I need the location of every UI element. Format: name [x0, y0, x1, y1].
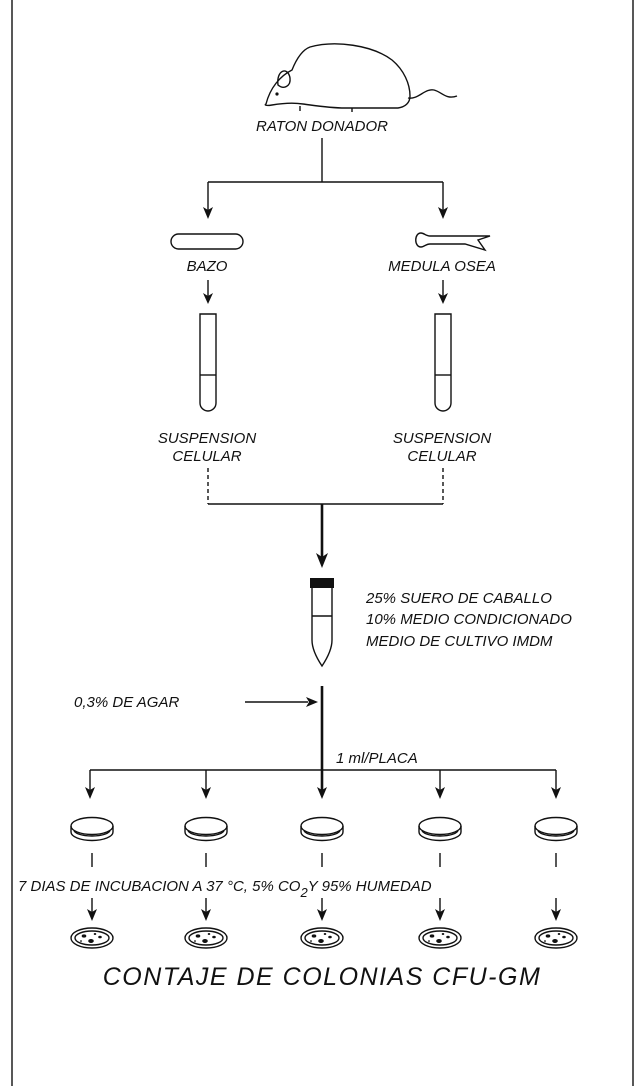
mouse-icon	[265, 44, 457, 112]
colony-plate-icon	[535, 928, 577, 948]
bone-marrow-label: MEDULA OSEA	[388, 258, 496, 275]
suspension-label-line1: SUSPENSION	[393, 430, 492, 447]
suspension-label-line2: CELULAR	[172, 448, 241, 465]
suspension-label-line2: CELULAR	[407, 448, 476, 465]
bone-icon	[416, 233, 490, 250]
spleen-label: BAZO	[187, 258, 228, 275]
agar-label: 0,3% DE AGAR	[74, 694, 179, 711]
conical-tube-icon	[310, 578, 334, 666]
petri-dish-icon	[301, 818, 343, 841]
colony-plate-icon	[71, 928, 113, 948]
source-label: RATON DONADOR	[256, 118, 388, 135]
petri-dish-icon	[71, 818, 113, 841]
medium-line-3: MEDIO DE CULTIVO IMDM	[366, 633, 553, 650]
plating-label: 1 ml/PLACA	[336, 750, 418, 767]
colony-plate-icon	[301, 928, 343, 948]
colony-plate-icon	[185, 928, 227, 948]
petri-dish-icon	[185, 818, 227, 841]
test-tube-icon	[200, 314, 216, 411]
test-tube-icon	[435, 314, 451, 411]
suspension-label-line1: SUSPENSION	[158, 430, 257, 447]
incubation-label: 7 DIAS DE INCUBACION A 37 °C, 5% CO2Y 95…	[18, 878, 432, 900]
colony-plate-icon	[419, 928, 461, 948]
spleen-icon	[171, 234, 243, 249]
medium-line-2: 10% MEDIO CONDICIONADO	[366, 611, 572, 628]
result-title: CONTAJE DE COLONIAS CFU-GM	[103, 963, 542, 991]
medium-line-1: 25% SUERO DE CABALLO	[365, 590, 552, 607]
petri-dish-icon	[535, 818, 577, 841]
petri-dish-icon	[419, 818, 461, 841]
